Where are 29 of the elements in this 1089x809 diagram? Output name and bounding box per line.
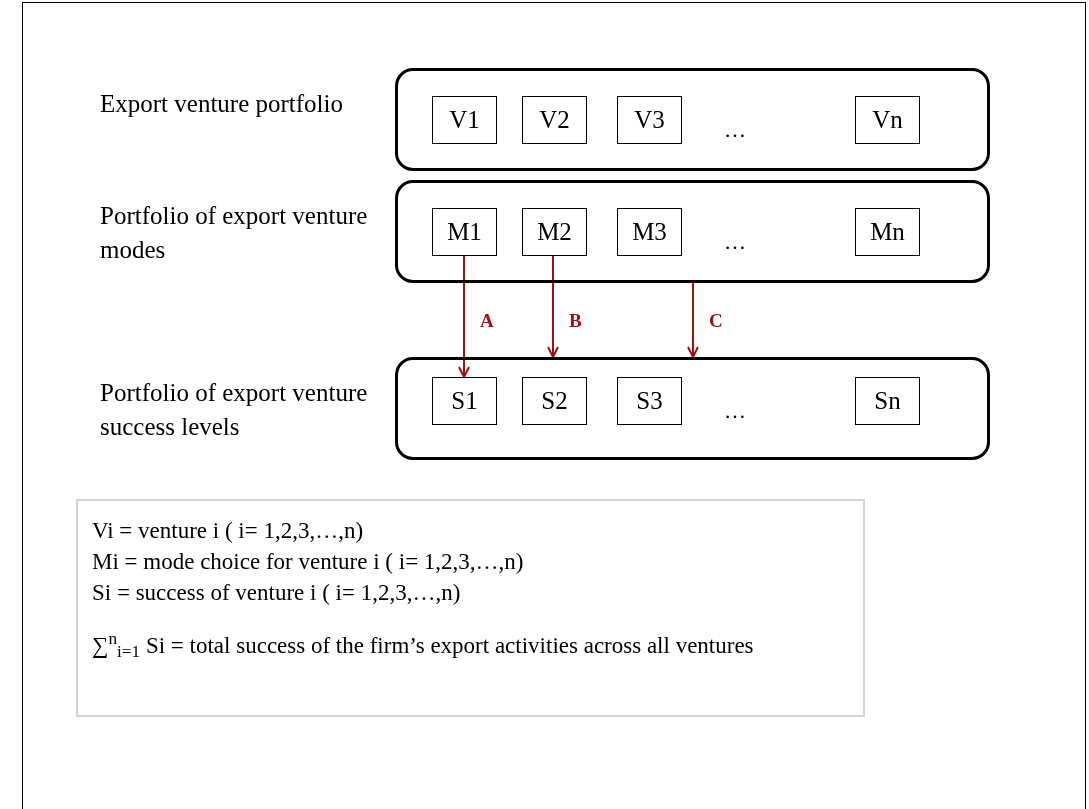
edge-label: B (569, 311, 582, 330)
item-box: M1 (432, 208, 497, 256)
item-box: S2 (522, 377, 587, 425)
item-box: Mn (855, 208, 920, 256)
edge-label: C (709, 311, 723, 330)
item-box: M3 (617, 208, 682, 256)
row-heading: Portfolio of export venture success levels (100, 378, 369, 442)
edge-label: A (480, 311, 494, 330)
definitions-box (76, 499, 865, 717)
item-box: S1 (432, 377, 497, 425)
row-heading: Export venture portfolio (100, 89, 344, 119)
item-box: V1 (432, 96, 497, 144)
item-box: V3 (617, 96, 682, 144)
definition-text: Si = success of venture i ( i= 1,2,3,…,n) (92, 579, 461, 607)
definition-text: Mi = mode choice for venture i ( i= 1,2,3,…,n) (92, 548, 524, 576)
item-box: Sn (855, 377, 920, 425)
item-box: Vn (855, 96, 920, 144)
arrow (458, 255, 470, 378)
item-box: V2 (522, 96, 587, 144)
ellipsis: … (724, 397, 746, 425)
row-heading: Portfolio of export venture modes (100, 201, 369, 265)
arrow (687, 282, 699, 358)
arrow (547, 255, 559, 358)
item-box: M2 (522, 208, 587, 256)
definition-text: ∑$^{n}$$_{i=1}$ Si = total success of the firm’s export activities across all ventures (92, 630, 754, 661)
item-box: S3 (617, 377, 682, 425)
ellipsis: … (724, 228, 746, 256)
definition-text: Vi = venture i ( i= 1,2,3,…,n) (92, 517, 364, 545)
ellipsis: … (724, 116, 746, 144)
